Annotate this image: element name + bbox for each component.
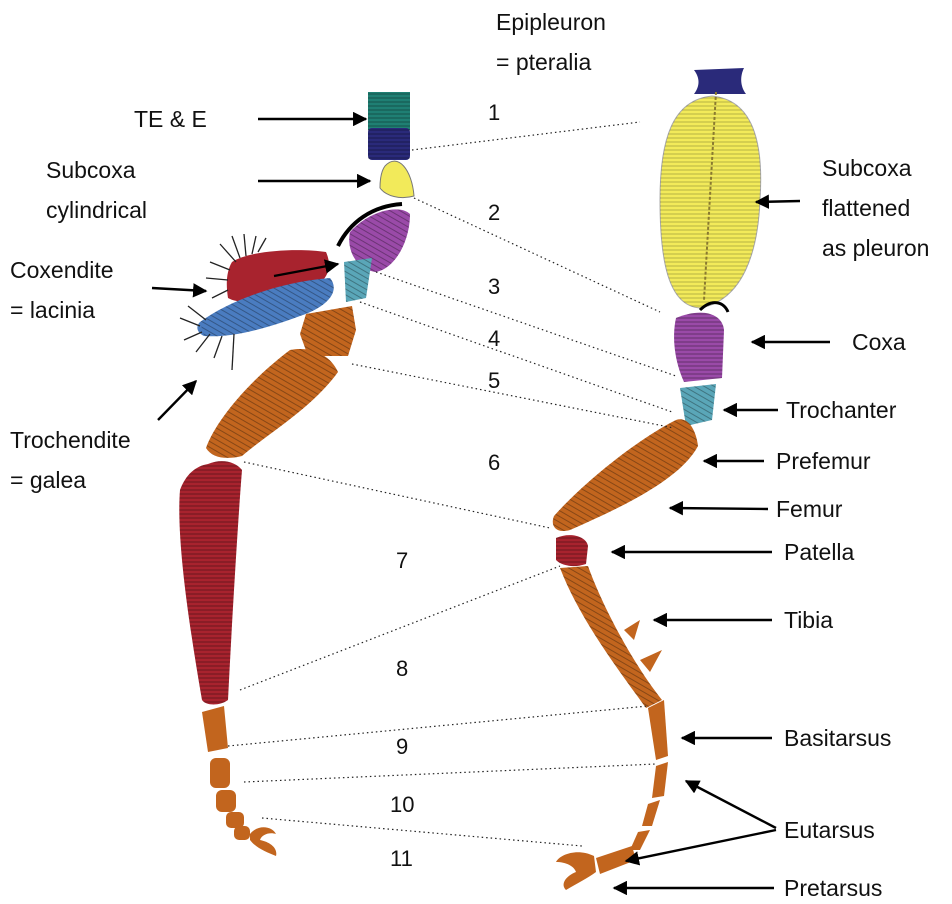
label-trochendite-1: Trochendite — [10, 427, 131, 453]
label-subcoxa-flattened-2: flattened — [822, 195, 910, 221]
label-prefemur: Prefemur — [776, 448, 871, 474]
left-eutarsus-3 — [226, 812, 244, 828]
segment-number-11: 11 — [390, 846, 413, 871]
label-patella: Patella — [784, 539, 855, 565]
segment-number-3: 3 — [488, 274, 500, 299]
segment-number-8: 8 — [396, 656, 408, 681]
segment-number-5: 5 — [488, 368, 500, 393]
label-femur: Femur — [776, 496, 843, 522]
arrow-femur — [670, 508, 768, 509]
label-te-e: TE & E — [134, 106, 207, 132]
label-coxendite-2: = lacinia — [10, 297, 95, 323]
arrow-eutarsus-upper — [686, 781, 776, 828]
label-pretarsus: Pretarsus — [784, 875, 882, 901]
right-leg — [553, 68, 761, 890]
label-coxendite-1: Coxendite — [10, 257, 114, 283]
label-subcoxa-cylindrical-2: cylindrical — [46, 197, 147, 223]
right-eutarsus-3 — [630, 830, 650, 850]
epipleuron-segment — [694, 68, 746, 94]
left-basitarsus-segment — [202, 706, 228, 752]
subcoxa-cylindrical-segment — [380, 161, 414, 197]
right-pretarsus-claw — [556, 852, 596, 890]
label-epipleuron: Epipleuron — [496, 9, 606, 35]
segment-number-1: 1 — [488, 100, 500, 125]
label-basitarsus: Basitarsus — [784, 725, 891, 751]
right-basitarsus-segment — [648, 700, 668, 760]
left-leg — [179, 92, 414, 856]
segment-number-6: 6 — [488, 450, 500, 475]
segment-number-2: 2 — [488, 200, 500, 225]
left-eutarsus-4 — [234, 826, 250, 840]
arrow-trochendite — [158, 381, 196, 420]
left-eutarsus-1 — [210, 758, 230, 788]
label-tibia: Tibia — [784, 607, 833, 633]
arrow-coxendite — [152, 288, 206, 291]
label-subcoxa-cylindrical-1: Subcoxa — [46, 157, 136, 183]
arrow-subcoxa-flattened — [756, 201, 800, 202]
segment-number-7: 7 — [396, 548, 408, 573]
label-pteralia: = pteralia — [496, 49, 591, 75]
label-subcoxa-flattened-1: Subcoxa — [822, 155, 912, 181]
label-eutarsus: Eutarsus — [784, 817, 875, 843]
arrow-eutarsus-lower — [626, 830, 776, 861]
segment-number-9: 9 — [396, 734, 408, 759]
left-eutarsus-2 — [216, 790, 236, 812]
label-coxa: Coxa — [852, 329, 906, 355]
right-eutarsus-1 — [652, 762, 668, 798]
segment-number-10: 10 — [390, 792, 414, 817]
label-trochanter: Trochanter — [786, 397, 897, 423]
labels: Epipleuron = pteralia TE & E Subcoxa cyl… — [10, 9, 929, 901]
left-pretarsus-claw — [250, 827, 276, 856]
label-subcoxa-flattened-3: as pleuron — [822, 235, 929, 261]
label-trochendite-2: = galea — [10, 467, 86, 493]
segment-number-4: 4 — [488, 326, 500, 351]
right-eutarsus-2 — [642, 800, 660, 826]
